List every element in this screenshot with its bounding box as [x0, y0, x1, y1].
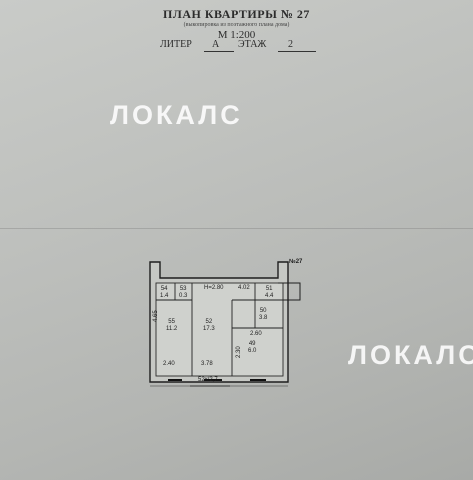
dim-left: 4.65	[153, 310, 159, 322]
dim-bottom-tag: 52х/2,7	[198, 377, 218, 383]
watermark-top: ЛОКАЛС	[110, 100, 243, 130]
apartment-tag: №27	[289, 259, 303, 265]
dim-hall: 2.60	[250, 331, 262, 337]
plan-subtitle: (выкопировка из поэтажного плана дома)	[183, 22, 290, 28]
watermark-bottom: ЛОКАЛС	[348, 340, 473, 370]
ceiling-height: Н=2.80	[204, 285, 224, 291]
entrance-tambour	[278, 282, 301, 301]
plan-title: ПЛАН КВАРТИРЫ № 27	[163, 7, 310, 21]
dim-bath: 2.30	[236, 346, 242, 358]
floor-label: ЭТАЖ	[238, 39, 267, 50]
liter-underline	[204, 51, 234, 52]
plan-scale: М 1:200	[217, 29, 256, 41]
dim-top: 4.02	[238, 285, 250, 291]
floor-value: 2	[288, 39, 293, 50]
interior	[155, 282, 284, 377]
floor-underline	[278, 51, 316, 52]
paper-fold	[0, 228, 473, 229]
dim-bottom-left: 2.40	[163, 361, 175, 367]
liter-value: А	[212, 39, 220, 50]
dim-bottom-mid: 3.78	[201, 361, 213, 367]
liter-label: ЛИТЕР	[160, 39, 192, 50]
